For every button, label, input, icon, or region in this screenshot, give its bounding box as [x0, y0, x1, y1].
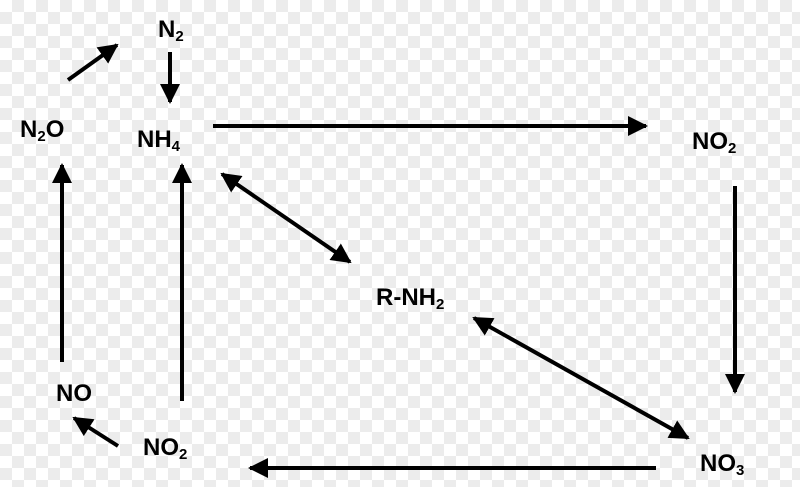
node-n2o: N2O	[20, 116, 65, 145]
node-nh4: NH4	[137, 126, 181, 155]
node-no3: NO3	[700, 450, 745, 479]
node-no2-bottom: NO2	[143, 434, 188, 463]
node-no2-right: NO2	[692, 128, 737, 157]
arrow-rnh2-no3-bidirectional	[472, 316, 690, 440]
arrow-n2o-to-n2	[66, 43, 119, 82]
node-n2: N2	[158, 16, 184, 45]
node-r-nh2: R-NH2	[376, 284, 445, 313]
arrow-nh4-rnh2-bidirectional	[220, 172, 352, 264]
arrow-no2-bottom-to-no	[72, 416, 120, 448]
node-no: NO	[56, 380, 92, 407]
